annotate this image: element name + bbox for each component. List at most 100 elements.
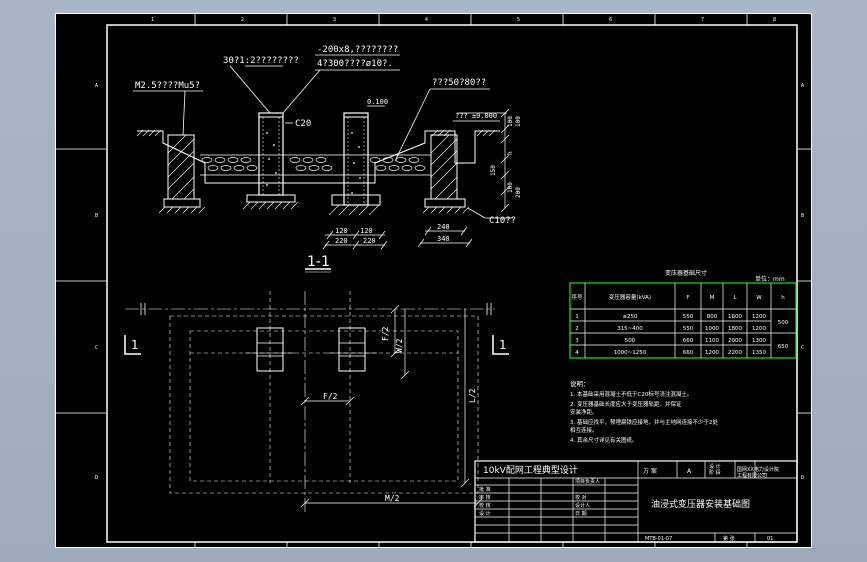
gravel-layer — [200, 154, 431, 176]
project-title: 10kV配网工程典型设计 — [483, 464, 578, 476]
scheme-value: A — [687, 468, 692, 475]
leader-label-flatbar: -200x8,???????? — [317, 45, 398, 55]
table-cell: 660 — [683, 350, 694, 356]
table-header-m: M — [710, 295, 715, 301]
note-line: 安装净距。 — [570, 408, 598, 416]
table-cell: 1200 — [752, 314, 766, 320]
table-header-no: 序号 — [571, 293, 583, 301]
role-date: 日 期 — [575, 511, 587, 517]
right-pier — [343, 112, 369, 206]
section-mark-left-label: 1 — [131, 338, 139, 352]
border-row-a: A — [95, 83, 98, 89]
leader-label-mortar: M2.5????Mu5? — [135, 81, 200, 91]
table-unit: 单位：mm — [755, 275, 785, 283]
inner-frame — [106, 24, 798, 543]
dim-340: 340 — [437, 235, 450, 243]
table-cell: 1800 — [728, 326, 742, 332]
border-row-d: D — [95, 475, 98, 481]
drawing-title: 油浸式变压器安装基础图 — [651, 498, 750, 510]
table-cell: 1200 — [705, 350, 719, 356]
dim-right-6: 200 — [515, 187, 522, 198]
table-header-w: W — [756, 295, 762, 301]
border-row-c: C — [95, 345, 98, 351]
size-table: 变压器基础尺寸 单位：mm 序号 变压器容量(kVA) F M L W h 1 … — [569, 269, 797, 359]
note-line: 3. 基础应找平，预埋扁铁应接地，并与主地网连接不少于2处 — [570, 418, 718, 426]
border-col-5: 5 — [517, 17, 520, 23]
table-cell: ≤250 — [622, 314, 638, 320]
border-row-b: B — [95, 213, 98, 219]
drawing-sheet: 1 2 3 4 5 6 7 8 A B C D A B C D — [55, 13, 812, 548]
company-name: 国网XX电力设计院工程有限公司 — [737, 466, 779, 479]
drawing-canvas: 1 2 3 4 5 6 7 8 A B C D A B C D — [55, 13, 812, 548]
table-cell: 650 — [778, 344, 789, 350]
elevation-top: 0.100 — [367, 98, 388, 106]
table-cell: 4 — [575, 350, 579, 356]
table-cell: 1000~1250 — [614, 350, 647, 356]
table-cell: 2000 — [728, 338, 742, 344]
drawing-number: MTB-01-07 — [645, 536, 672, 542]
note-line: 4. 其余尺寸详见有关图纸。 — [570, 436, 638, 444]
sheet-label: 第 张 — [723, 535, 735, 542]
role-designer: 设计人 — [575, 502, 590, 509]
stage-label: 设 计阶 段 — [709, 463, 721, 476]
leader-label-slope: 30?1:2???????? — [223, 56, 299, 66]
table-cell: 660 — [683, 338, 694, 344]
table-cell: 800 — [707, 314, 718, 320]
role-proof: 校 对 — [575, 494, 587, 501]
table-header-f: F — [686, 295, 689, 301]
dim-240: 240 — [437, 223, 450, 231]
border-row-a-right: A — [801, 83, 804, 89]
section-mark-left — [124, 335, 141, 355]
plan-view: 1 1 F/2 W/2 L/2 F/2 M/2 — [124, 291, 509, 513]
label-c10: C10?? — [489, 216, 516, 226]
note-line: 1. 本基础采用混凝土不低于C20标号浇注混凝土。 — [570, 390, 692, 398]
dim-f2-horizontal: F/2 — [323, 392, 338, 401]
notes: 说明： 1. 本基础采用混凝土不低于C20标号浇注混凝土。 2. 变压器基础长度… — [570, 379, 718, 444]
ground-line — [137, 130, 500, 184]
border-col-1: 1 — [151, 17, 154, 23]
role-review: 审 核 — [479, 494, 491, 501]
table-cell: 1000 — [705, 326, 719, 332]
border-col-6: 6 — [609, 17, 612, 23]
dim-f2-vertical: F/2 — [381, 326, 390, 341]
table-cell: 3 — [575, 338, 579, 344]
table-header-capacity: 变压器容量(kVA) — [609, 293, 651, 301]
dim-right-150: 150 — [490, 165, 497, 176]
outer-frame — [55, 13, 812, 548]
table-cell: 1100 — [705, 338, 719, 344]
border-row-d-right: D — [801, 475, 804, 481]
sheet-number: 01 — [767, 536, 773, 542]
border-col-7: 7 — [701, 17, 704, 23]
section-mark-right-label: 1 — [499, 338, 507, 352]
section-mark-right — [492, 335, 509, 355]
dim-right-1: 100 — [507, 116, 514, 127]
border-row-b-right: B — [801, 213, 804, 219]
table-cell: 500 — [778, 320, 789, 326]
leader-label-gravel: ???50?80?? — [432, 78, 486, 88]
note-line: 2. 变压器基础长度应大于变压器轨距，并保证 — [570, 400, 682, 408]
role-design: 设 计 — [479, 510, 491, 517]
border-row-c-right: C — [801, 345, 804, 351]
table-cell: 500 — [625, 338, 636, 344]
border-col-2: 2 — [241, 17, 244, 23]
table-cell: 1 — [575, 314, 579, 320]
table-cell: 1350 — [752, 350, 766, 356]
dim-w2: W/2 — [395, 338, 404, 353]
table-cell: 1600 — [728, 314, 742, 320]
table-cell: 1300 — [752, 338, 766, 344]
table-cell: 2 — [575, 326, 579, 332]
table-header-h: h — [781, 295, 785, 301]
table-title: 变压器基础尺寸 — [665, 269, 707, 277]
dim-right-5: 100 — [507, 182, 514, 193]
note-line: 相互连接。 — [570, 426, 598, 434]
scheme-label: 方 案 — [643, 467, 657, 475]
notes-title: 说明： — [570, 379, 590, 388]
role-lead: 项目负责人 — [575, 478, 600, 485]
role-approve: 批 准 — [479, 486, 491, 493]
border-col-4: 4 — [425, 17, 428, 23]
label-c20: C20 — [295, 119, 311, 129]
section-view: M2.5????Mu5? 30?1:2???????? -200x8,?????… — [133, 45, 522, 273]
role-check: 校 核 — [479, 502, 491, 509]
table-cell: 2200 — [728, 350, 742, 356]
